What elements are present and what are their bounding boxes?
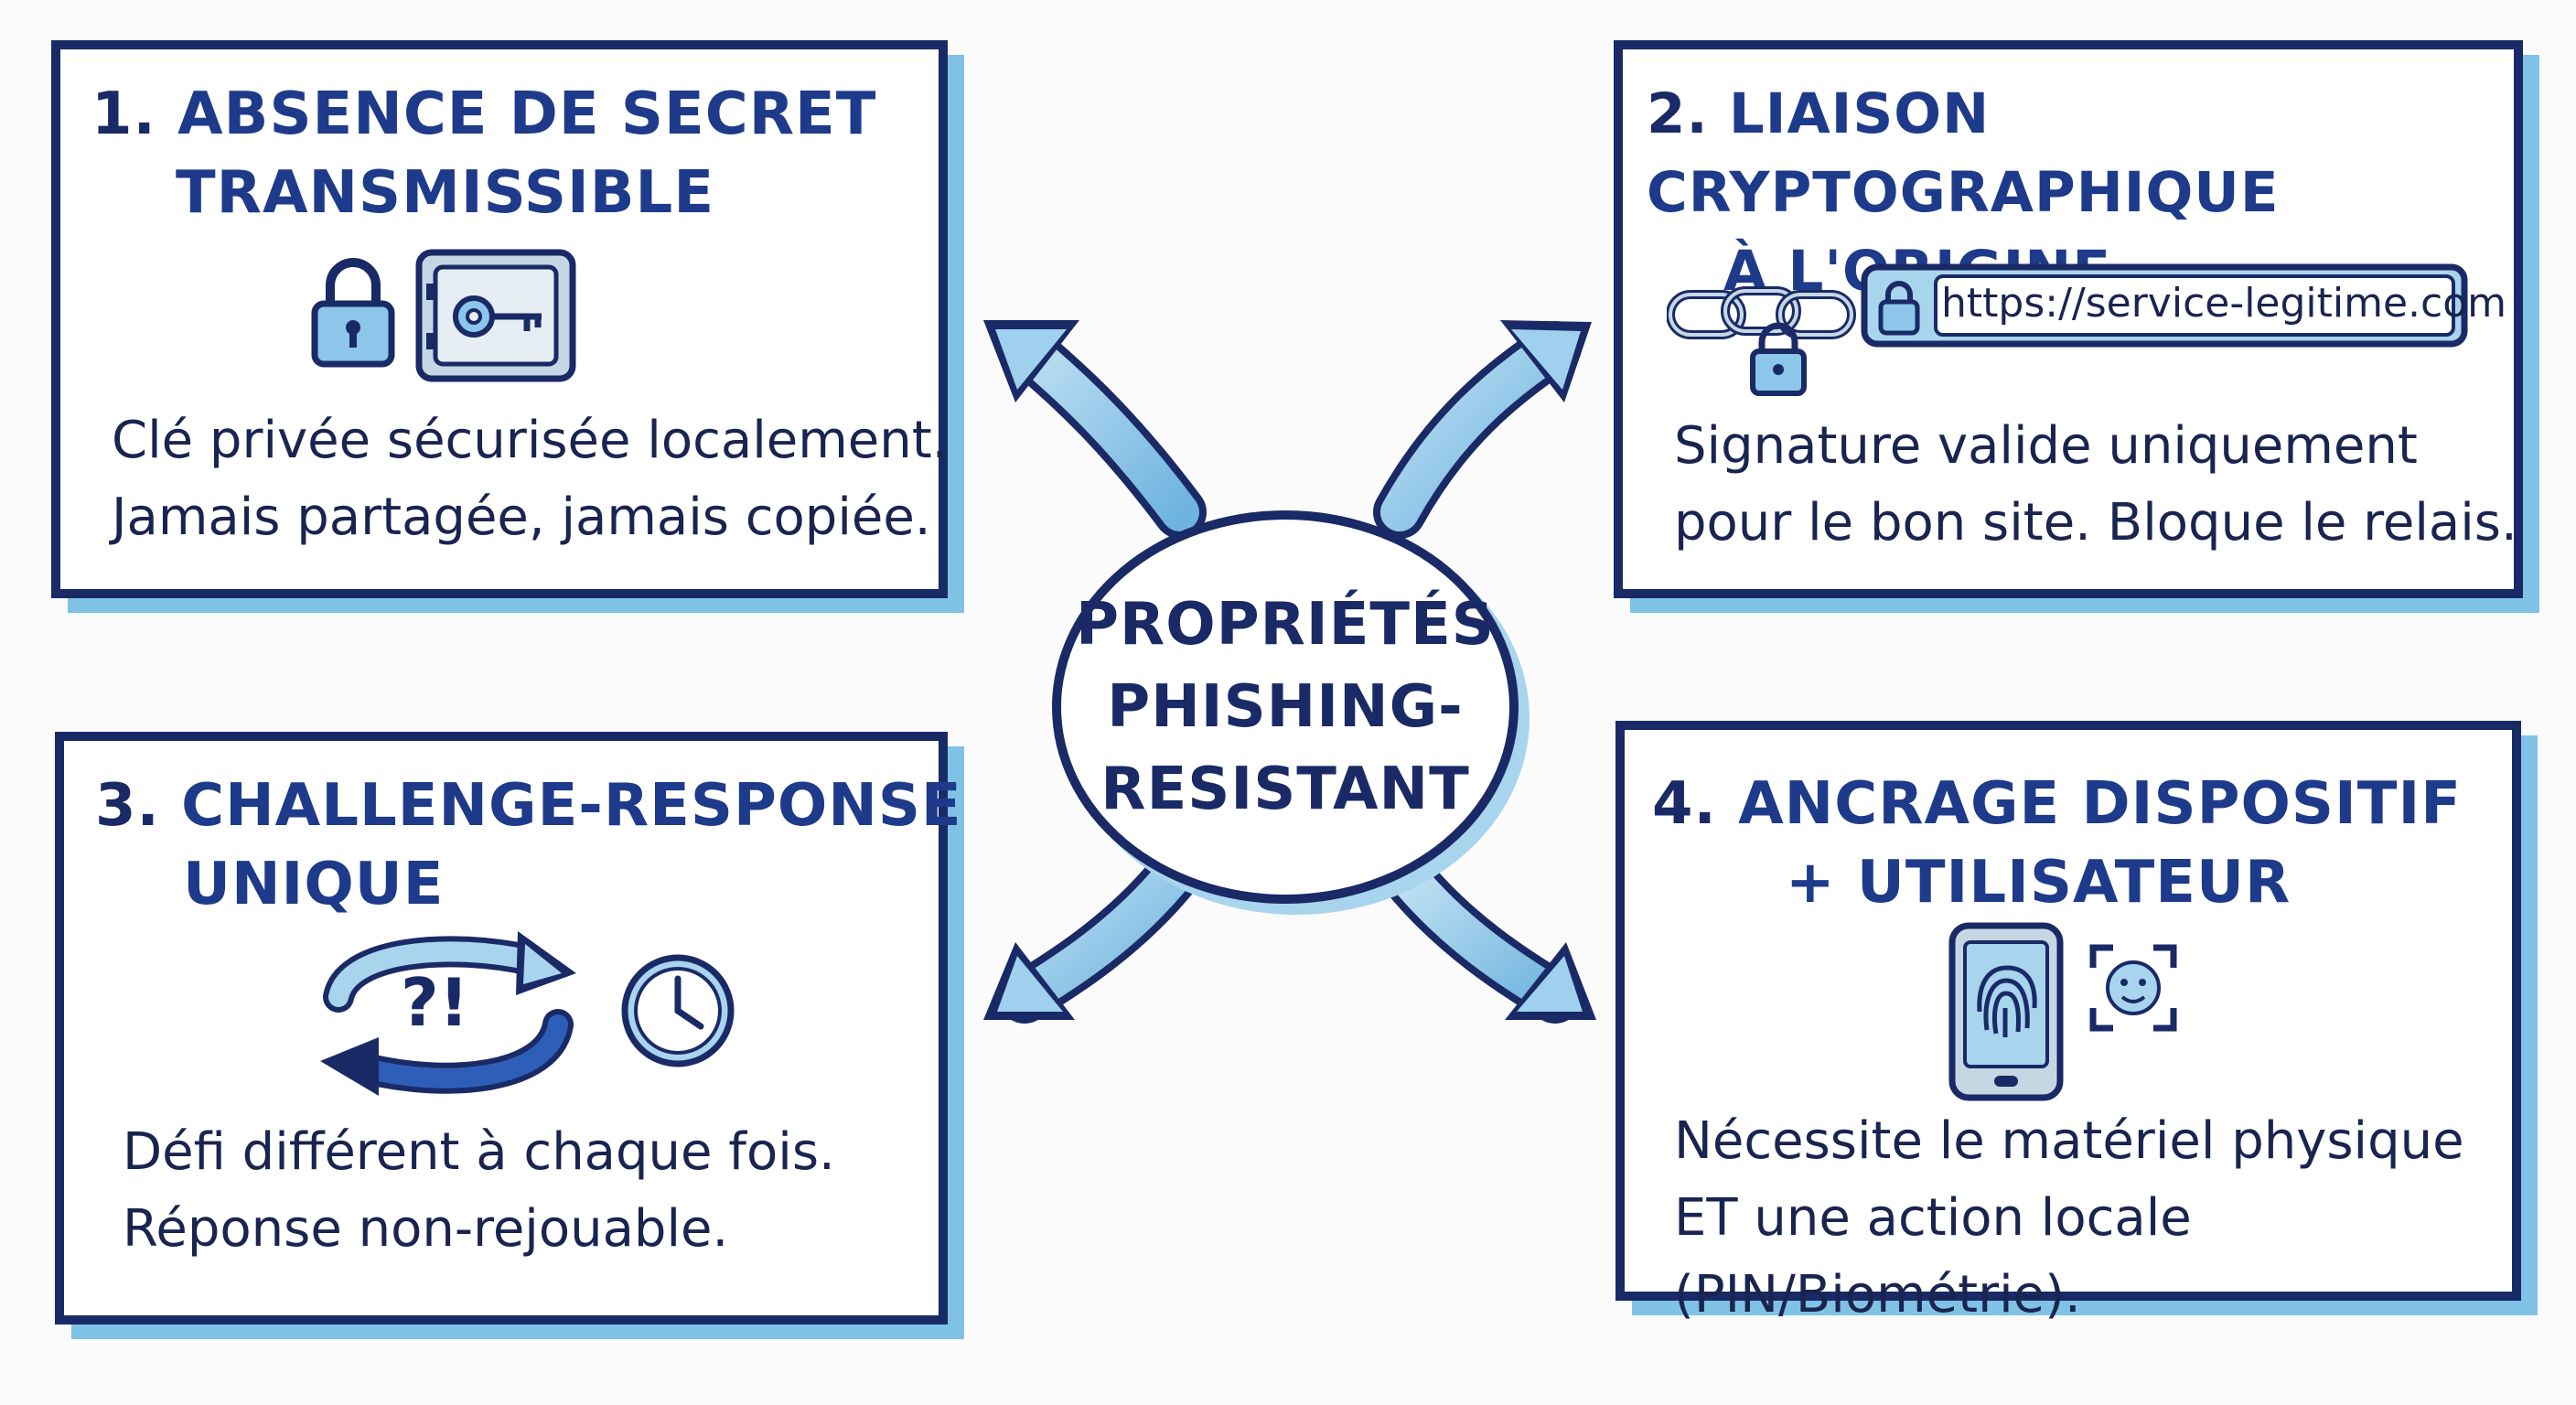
- arrow-to-card-3: [983, 852, 1197, 1024]
- arrow-to-card-4: [1382, 852, 1596, 1024]
- card-4-number: 4.: [1652, 770, 1717, 838]
- chain-icon: [1667, 286, 1856, 396]
- url-bar-lock-icon: [1861, 263, 2468, 348]
- card-3-body-line2: Réponse non-rejouable.: [123, 1199, 729, 1259]
- cycle-arrows-icon: [320, 931, 576, 1096]
- card-device: [1615, 721, 2521, 1301]
- card-1-body-line1: Clé privée sécurisée localement.: [112, 411, 949, 470]
- card-3-title-line2: UNIQUE: [183, 851, 445, 918]
- card-3-body: Défi différent à chaque fois. Réponse no…: [123, 1114, 835, 1268]
- card-1-title-line2: TRANSMISSIBLE: [176, 159, 715, 227]
- card-4-title-line2: + UTILISATEUR: [1786, 849, 2292, 917]
- url-text: https://service-legitime.com: [1941, 280, 2507, 327]
- face-id-icon: [2089, 944, 2177, 1032]
- card-2-body-line2: pour le bon site. Bloque le relais.: [1674, 493, 2517, 552]
- hub-line2: PHISHING-: [1107, 673, 1464, 741]
- card-1-title: 1. ABSENCE DE SECRET TRANSMISSIBLE: [91, 75, 876, 232]
- card-1-body: Clé privée sécurisée localement. Jamais …: [112, 402, 948, 556]
- clock-icon: [621, 954, 735, 1067]
- hub-text: PROPRIÉTÉS PHISHING- RESISTANT: [1076, 584, 1495, 831]
- question-exclamation-glyph: ?!: [401, 964, 469, 1041]
- central-hub: PROPRIÉTÉS PHISHING- RESISTANT: [1052, 510, 1519, 904]
- hub-line1: PROPRIÉTÉS: [1076, 591, 1495, 659]
- card-1-title-line1: ABSENCE DE SECRET: [177, 80, 877, 148]
- card-2-number: 2.: [1647, 81, 1709, 146]
- phone-fingerprint-icon: [1948, 922, 2064, 1101]
- card-4-title-line1: ANCRAGE DISPOSITIF: [1738, 770, 2462, 838]
- card-3-title-line1: CHALLENGE-RESPONSE: [181, 772, 962, 840]
- card-2-title-line1: LIAISON CRYPTOGRAPHIQUE: [1647, 81, 2280, 225]
- card-4-body: Nécessite le matériel physique ET une ac…: [1674, 1103, 2576, 1334]
- card-4-title: 4. ANCRAGE DISPOSITIF + UTILISATEUR: [1652, 765, 2462, 922]
- card-challenge: [55, 732, 948, 1325]
- card-2-body-line1: Signature valide uniquement: [1674, 416, 2418, 476]
- padlock-icon: [311, 258, 395, 368]
- arrow-to-card-1: [983, 320, 1207, 539]
- card-3-number: 3.: [95, 772, 160, 840]
- arrow-to-card-2: [1373, 320, 1592, 539]
- card-4-body-line2: ET une action locale (PIN/Biométrie).: [1674, 1188, 2192, 1325]
- card-3-body-line1: Défi différent à chaque fois.: [123, 1122, 835, 1182]
- card-2-body: Signature valide uniquement pour le bon …: [1674, 408, 2517, 562]
- card-1-number: 1.: [91, 80, 156, 148]
- hub-line3: RESISTANT: [1100, 756, 1470, 823]
- card-1-body-line2: Jamais partagée, jamais copiée.: [112, 488, 931, 547]
- card-3-title: 3. CHALLENGE-RESPONSE UNIQUE: [95, 767, 962, 924]
- card-4-body-line1: Nécessite le matériel physique: [1674, 1111, 2464, 1171]
- safe-key-icon: [415, 249, 576, 382]
